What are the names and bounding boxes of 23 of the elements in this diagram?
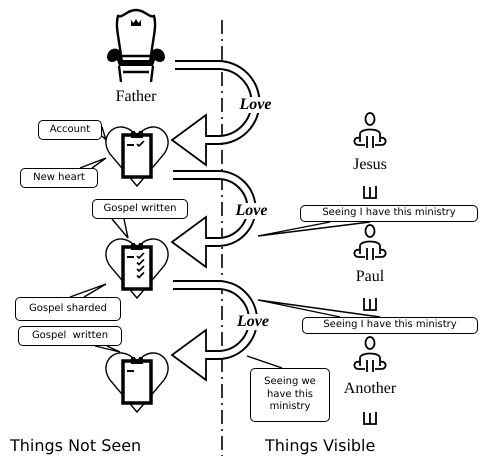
name-label: Father [116,88,156,106]
edge-label: Love [238,96,272,112]
leader-line [80,157,107,169]
callout: Gospel written [92,199,188,219]
name-label: Jesus [353,156,387,174]
edge-label: Love [236,314,270,330]
callout: Gospel written [18,326,122,346]
callout: Seeing I have this ministry [302,317,478,334]
callout: Seeing we have this ministry [250,368,330,422]
leader-line [70,283,107,298]
region-label: Things Visible [265,436,376,455]
callout: Account [38,120,102,140]
leader-line [111,218,129,239]
callout: New heart [20,168,98,188]
callout: Gospel sharded [15,297,121,321]
leader-line [94,345,121,353]
edge-label: Love [234,202,268,218]
callout: Seeing I have this ministry [300,205,478,222]
name-label: Another [344,380,396,398]
name-label: Paul [356,268,384,286]
leader-line [101,126,107,141]
leader-line [246,355,282,369]
region-label: Things Not Seen [10,436,142,455]
